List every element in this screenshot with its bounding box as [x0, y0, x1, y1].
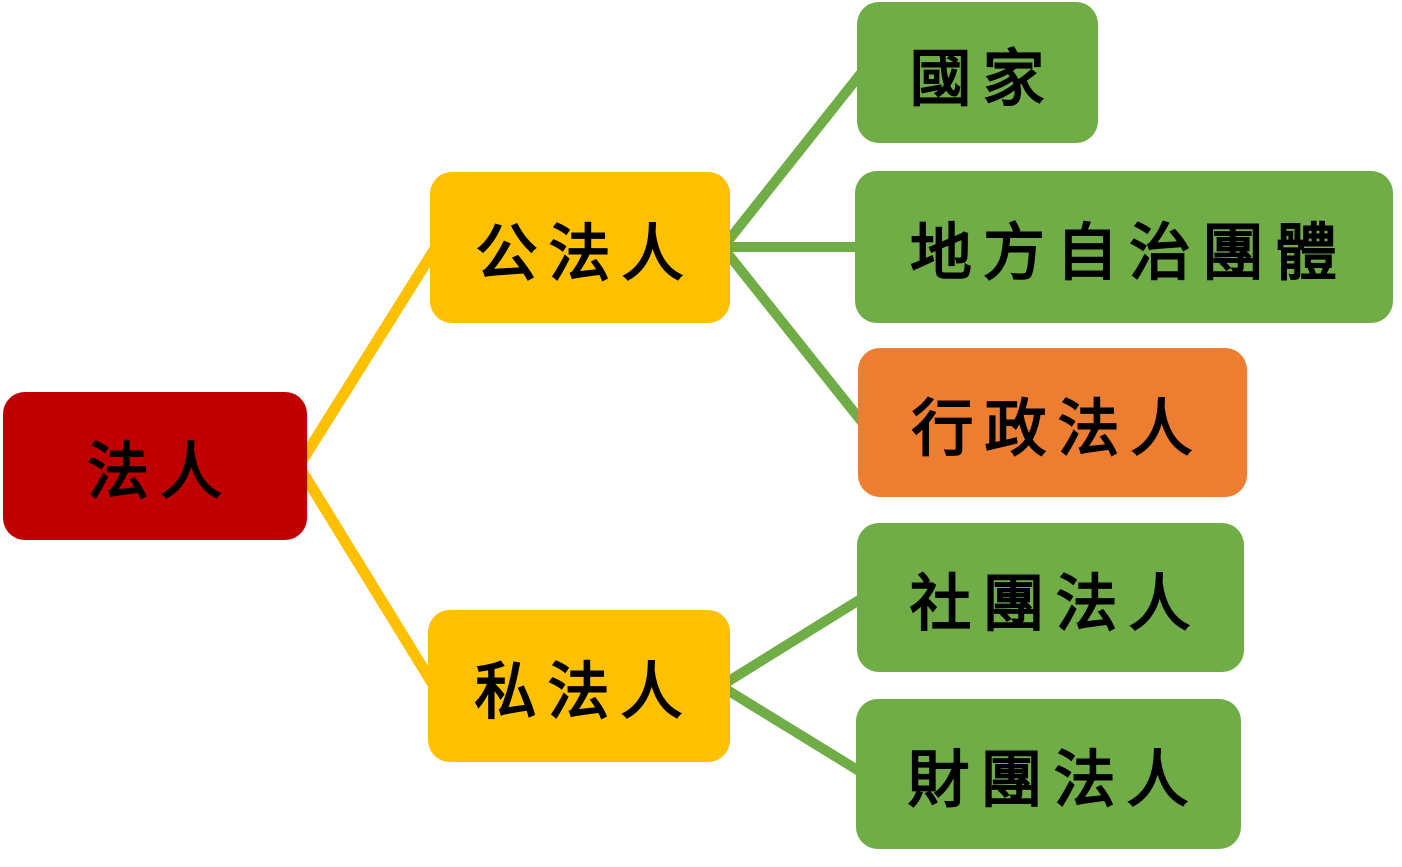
node-private-legal-person: 私法人	[428, 610, 730, 762]
node-legal-person-label: 法人	[86, 439, 233, 507]
connector-public-to-nation	[719, 67, 867, 251]
node-administrative-legal-person: 行政法人	[858, 348, 1247, 497]
node-incorporated-foundation: 財團法人	[856, 699, 1241, 849]
node-nation: 國家	[857, 2, 1098, 143]
node-legal-person: 法人	[3, 392, 307, 540]
node-local-self-government-body-label: 地方自治團體	[909, 220, 1348, 288]
node-incorporated-association: 社團法人	[857, 523, 1244, 672]
node-incorporated-foundation-label: 財團法人	[907, 747, 1200, 815]
connector-root-to-public	[294, 241, 442, 470]
node-private-legal-person-label: 私法人	[474, 659, 694, 727]
node-public-legal-person-label: 公法人	[475, 220, 695, 289]
node-local-self-government-body: 地方自治團體	[855, 171, 1393, 323]
connector-root-to-private	[294, 462, 440, 692]
connector-public-to-admin	[719, 244, 867, 427]
node-incorporated-association-label: 社團法人	[909, 570, 1202, 639]
node-administrative-legal-person-label: 行政法人	[911, 395, 1204, 464]
node-nation-label: 國家	[909, 45, 1056, 114]
connector-private-to-assoc	[719, 592, 869, 689]
connector-private-to-found	[719, 683, 869, 779]
node-public-legal-person: 公法人	[430, 172, 730, 323]
